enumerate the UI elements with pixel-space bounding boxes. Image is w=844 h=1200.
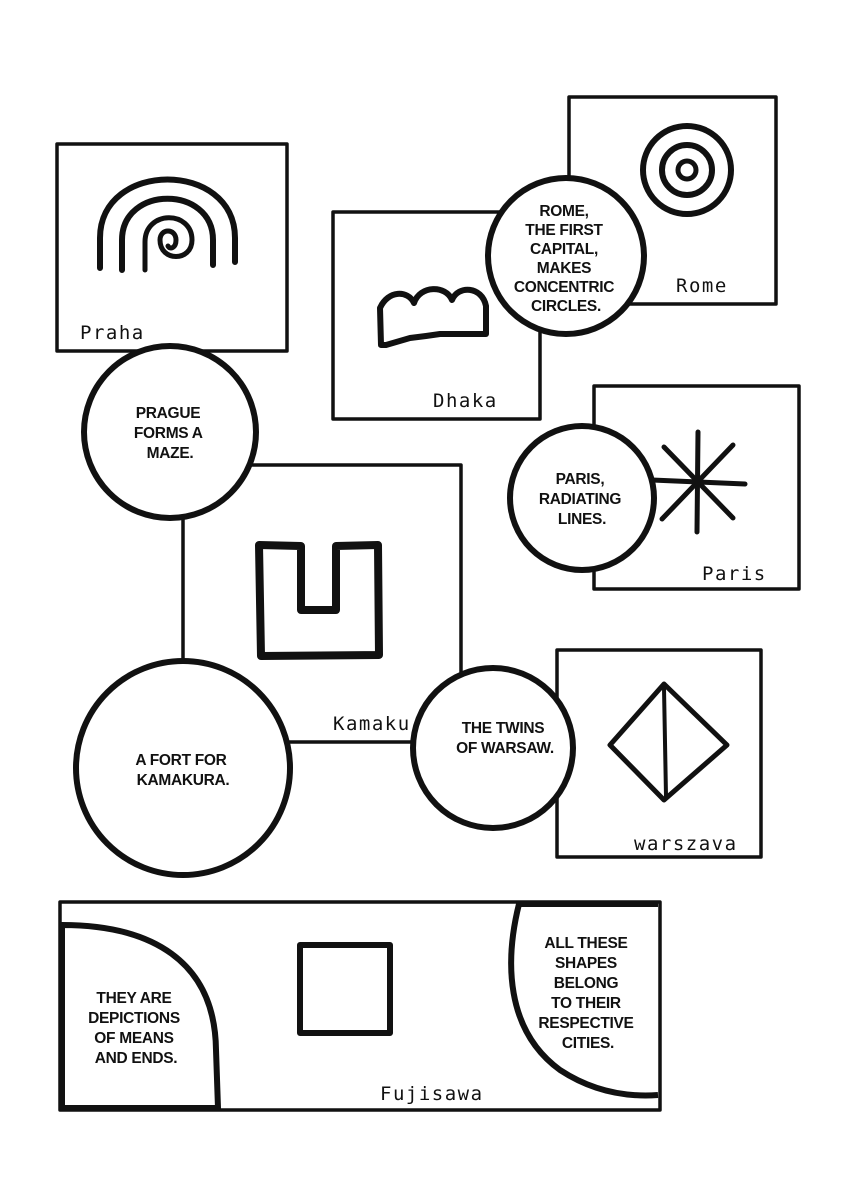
bubble-kamakura: A FORT FOR KAMAKURA. — [73, 658, 293, 878]
three-lobed-crown-icon — [377, 286, 489, 348]
city-label-rome: Rome — [676, 275, 728, 297]
radiating-lines-icon — [649, 429, 748, 535]
bubble-warsaw-text: THE TWINS OF WARSAW. — [456, 720, 554, 757]
bubble-rome-text: ROME, THE FIRST CAPITAL, MAKES CONCENTRI… — [514, 203, 618, 315]
panel-praha: Praha — [55, 142, 289, 353]
bubble-prague-text: PRAGUE FORMS A MAZE. — [134, 405, 206, 462]
panel-warszava: warszava — [555, 648, 763, 859]
concentric-circles-icon — [640, 123, 734, 217]
bubble-kamakura-text: A FORT FOR KAMAKURA. — [135, 752, 230, 789]
maze-arch-spiral-icon — [97, 176, 238, 273]
city-label-paris: Paris — [702, 563, 767, 585]
city-label-praha: Praha — [80, 322, 145, 344]
bubble-warsaw: THE TWINS OF WARSAW. — [410, 665, 576, 831]
bubble-depictions: THEY ARE DEPICTIONS OF MEANS AND ENDS. — [59, 921, 222, 1111]
bubble-depictions-text: THEY ARE DEPICTIONS OF MEANS AND ENDS. — [88, 990, 184, 1067]
city-label-fujisawa: Fujisawa — [380, 1083, 484, 1105]
fort-u-shape-icon — [255, 541, 383, 660]
bubble-shapes-text: ALL THESE SHAPES BELONG TO THEIR RESPECT… — [538, 935, 637, 1052]
city-label-dhaka: Dhaka — [433, 390, 498, 412]
split-diamond-icon — [607, 681, 730, 803]
bubble-prague: PRAGUE FORMS A MAZE. — [81, 343, 259, 521]
bubble-paris: PARIS, RADIATING LINES. — [507, 423, 657, 573]
city-label-kamakura: Kamaku — [333, 713, 411, 735]
bubble-shapes: ALL THESE SHAPES BELONG TO THEIR RESPECT… — [508, 901, 659, 1099]
bubble-rome: ROME, THE FIRST CAPITAL, MAKES CONCENTRI… — [485, 175, 647, 337]
bubble-paris-text: PARIS, RADIATING LINES. — [539, 471, 625, 528]
square-icon — [297, 942, 393, 1036]
city-label-warszava: warszava — [634, 833, 738, 855]
